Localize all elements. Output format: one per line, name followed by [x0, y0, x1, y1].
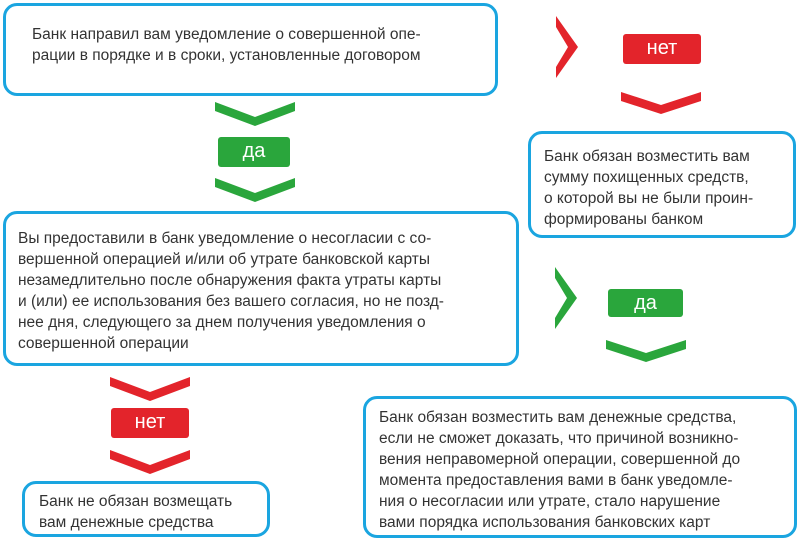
box-notice-given: Вы предоставили в банк уведомление о нес…	[3, 211, 519, 366]
chevron-down-icon	[215, 178, 295, 202]
chevron-down-icon	[215, 102, 295, 126]
no-badge-2: нет	[111, 408, 189, 438]
box-bank-not-obliged: Банк не обязан возмещать вам денежные ср…	[22, 481, 270, 537]
yes-badge-1: да	[218, 137, 290, 167]
box-notified: Банк направил вам уведомление о совершен…	[3, 3, 498, 96]
chevron-down-icon	[606, 340, 686, 362]
box-bank-must-refund-sum: Банк обязан возместить вам сумму похищен…	[528, 131, 796, 238]
box-bank-must-refund-funds: Банк обязан возместить вам денежные сред…	[363, 396, 797, 538]
chevron-down-icon	[621, 92, 701, 114]
no-badge-1: нет	[623, 34, 701, 64]
chevron-right-icon	[555, 267, 577, 329]
yes-badge-2: да	[608, 289, 683, 317]
chevron-down-icon	[110, 377, 190, 401]
chevron-right-icon	[556, 16, 578, 78]
chevron-down-icon	[110, 450, 190, 474]
